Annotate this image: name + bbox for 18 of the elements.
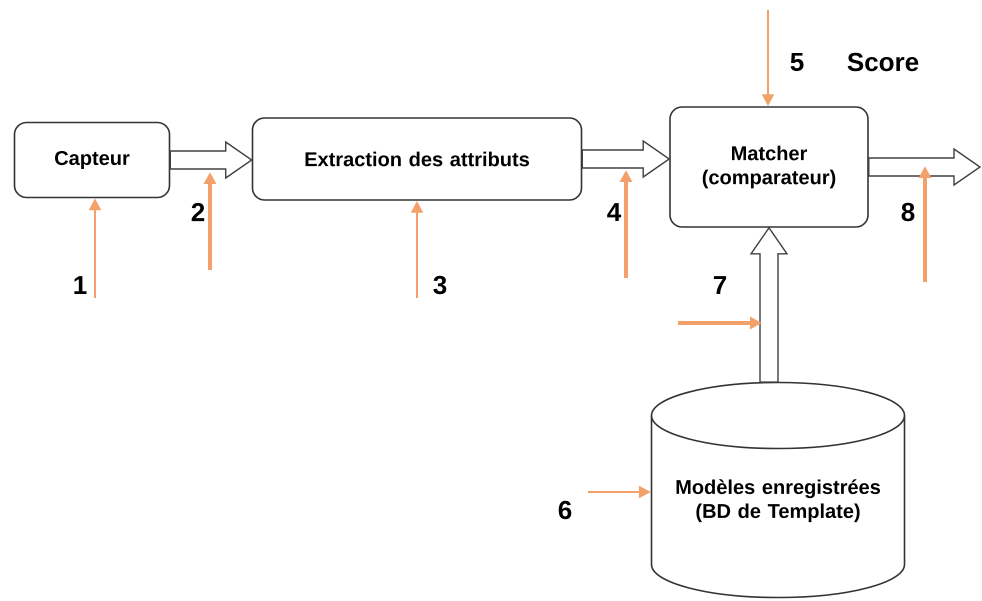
callout-number: 8 bbox=[902, 202, 914, 222]
database-cylinder: Modèles enregistrées (BD de Template) bbox=[650, 382, 906, 598]
callout-number: 3 bbox=[433, 276, 446, 294]
process-box: Matcher (comparateur) bbox=[669, 106, 869, 228]
hollow-arrow bbox=[868, 148, 982, 186]
callout-number: 7 bbox=[714, 276, 726, 294]
callout-number: 4 bbox=[607, 203, 622, 221]
hollow-arrow bbox=[582, 140, 670, 178]
hollow-arrow bbox=[750, 226, 788, 383]
callout-number: 1 bbox=[74, 276, 86, 294]
process-box: Extraction des attributs bbox=[252, 117, 582, 201]
output-label: Score bbox=[848, 52, 918, 72]
hollow-arrow bbox=[170, 140, 253, 180]
callout-number: 2 bbox=[192, 202, 204, 222]
callout-number: 5 bbox=[790, 52, 804, 72]
process-box: Capteur bbox=[14, 122, 170, 198]
callout-number: 6 bbox=[558, 500, 572, 520]
node-label: Modèles enregistrées (BD de Template) bbox=[676, 479, 880, 522]
